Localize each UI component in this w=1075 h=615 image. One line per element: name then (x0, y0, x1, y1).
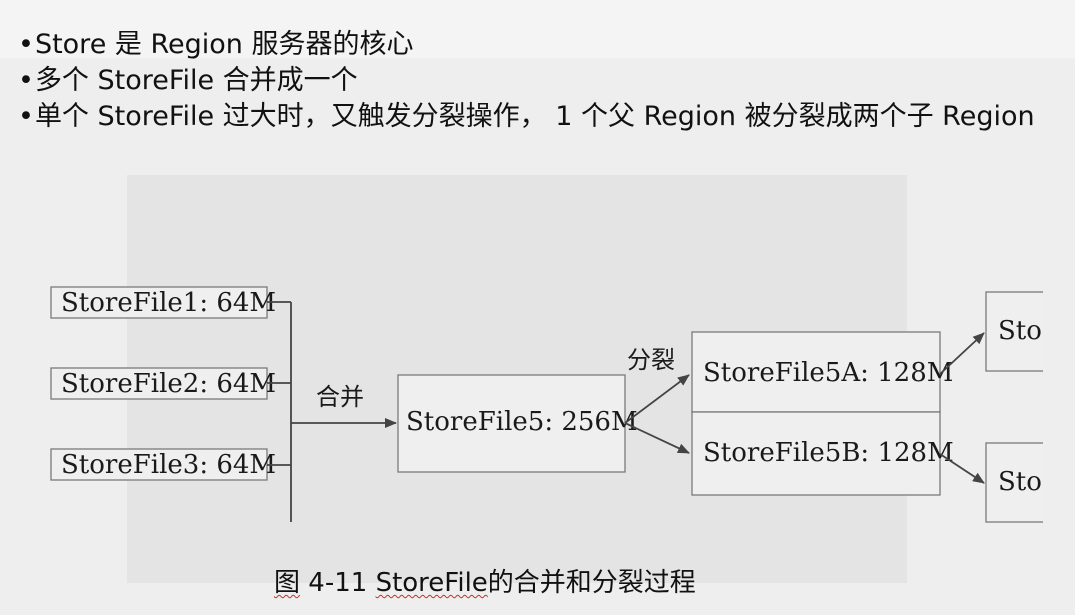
region-arrow-lower (939, 453, 985, 484)
storefile5b-box (691, 411, 941, 496)
crop-mask (1043, 280, 1075, 530)
storefile1-label: StoreFile1: 64M (61, 288, 276, 318)
bullet-list: Store 是 Region 服务器的核心 多个 StoreFile 合并成一个… (18, 27, 1035, 135)
storefile5a-label: StoreFile5A: 128M (703, 358, 953, 388)
storefile5b-label: StoreFile5B: 128M (703, 438, 954, 468)
storefile5-label: StoreFile5: 256M (406, 407, 638, 437)
storefile3-box (50, 448, 268, 481)
split-label: 分裂 (627, 346, 675, 374)
region-box-lower-label: Sto (998, 467, 1042, 497)
caption-term: StoreFile (375, 568, 488, 598)
region-arrow-upper (939, 332, 985, 375)
merge-label: 合并 (316, 383, 364, 411)
bullet-item: 单个 StoreFile 过大时，又触发分裂操作， 1 个父 Region 被分… (18, 99, 1035, 135)
storefile2-label: StoreFile2: 64M (61, 369, 276, 399)
bullet-item: Store 是 Region 服务器的核心 (18, 27, 1035, 63)
caption-number: 4-11 (308, 568, 368, 598)
caption-suffix: 的合并和分裂过程 (487, 568, 696, 598)
split-arrow-lower (624, 422, 690, 454)
bullet-item: 多个 StoreFile 合并成一个 (18, 63, 1035, 99)
storefile3-label: StoreFile3: 64M (61, 450, 276, 480)
figure-caption: 图 4-11 StoreFile的合并和分裂过程 (274, 562, 696, 599)
caption-prefix: 图 (274, 568, 301, 598)
region-box-upper-label: Sto (998, 316, 1042, 346)
storefile5-box (397, 374, 626, 473)
storefile5a-box (691, 331, 941, 413)
storefile1-box (50, 286, 268, 319)
merge-bracket (267, 301, 292, 522)
split-arrow-upper (624, 374, 690, 424)
